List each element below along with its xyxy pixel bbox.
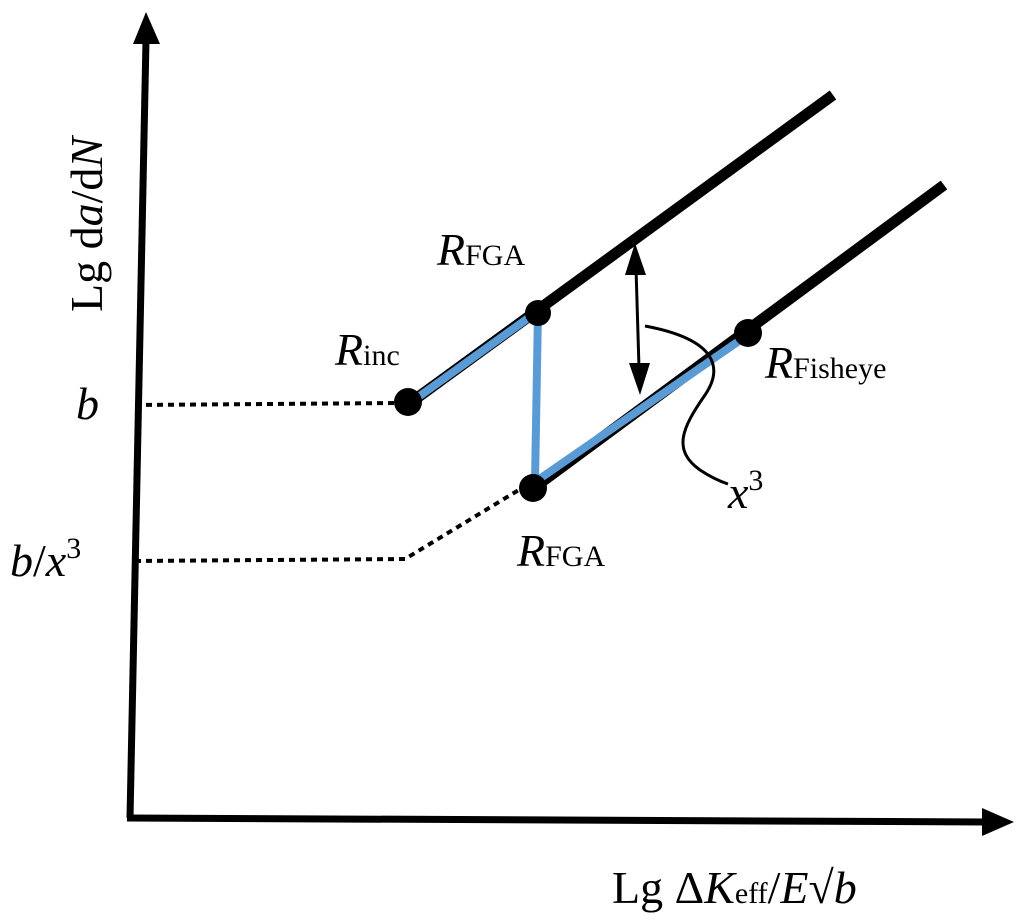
- tick-label-b: b: [76, 378, 99, 429]
- gap-double-arrow: [634, 267, 641, 369]
- x-axis-arrowhead: [982, 808, 1014, 836]
- label-r-fga-bottom: RFGA: [516, 525, 605, 576]
- label-x3: x3: [727, 464, 763, 518]
- b-guide-line: [134, 401, 403, 407]
- crack-path: [407, 307, 755, 486]
- gap-arrowhead-bottom: [629, 363, 650, 395]
- point-r-fisheye: [734, 319, 762, 347]
- label-r-fisheye: RFisheye: [764, 337, 886, 388]
- tick-label-b-over-x3: b/x3: [10, 532, 81, 586]
- x-axis: [126, 814, 986, 826]
- x3-leader-curve: [644, 324, 729, 486]
- b-over-x3-guide-line: [134, 486, 524, 563]
- point-r-fga-bottom: [519, 474, 547, 502]
- point-r-inc: [394, 388, 422, 416]
- y-axis: [126, 39, 150, 819]
- point-r-fga-top: [525, 300, 551, 326]
- x-axis-label: Lg ΔKeff/E√b: [612, 862, 857, 913]
- gap-arrowhead-top: [625, 243, 646, 275]
- label-r-fga-top: RFGA: [436, 224, 525, 275]
- y-axis-label: Lg da/dN: [61, 135, 112, 312]
- y-axis-arrowhead: [133, 12, 160, 44]
- label-r-inc: Rinc: [334, 324, 400, 375]
